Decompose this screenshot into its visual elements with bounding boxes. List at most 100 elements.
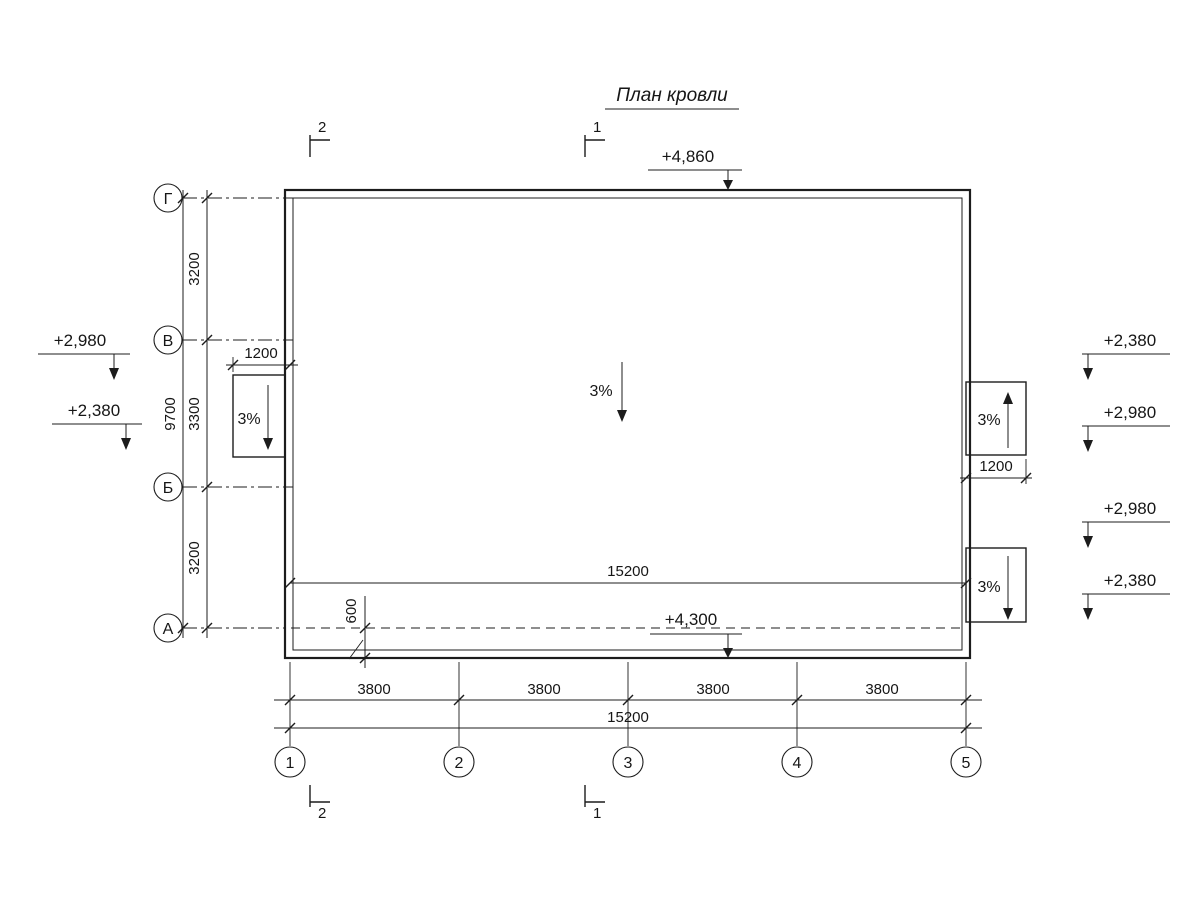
elevation-arrow-down-icon [1083, 536, 1093, 548]
section-mark-top-1: 1 [584, 119, 605, 157]
axis-label: А [163, 621, 174, 638]
dim-tick [960, 722, 972, 734]
section-label: 1 [593, 805, 601, 822]
dim-tick [791, 694, 803, 706]
section-mark-bottom-2: 2 [309, 785, 330, 822]
elevation-right-bottom-upper: +2,980 [1082, 499, 1170, 548]
elevation-label: +2,980 [1104, 403, 1156, 422]
elevation-arrow-down-icon [1083, 608, 1093, 620]
col-axis-5: 5 [950, 746, 982, 778]
axis-label: В [163, 333, 174, 350]
axis-bubble [781, 746, 813, 778]
wall-line-inner [292, 197, 963, 651]
left-canopy: 3% [232, 374, 286, 458]
dim-label: 3800 [357, 681, 390, 698]
elevation-label: +2,380 [1104, 571, 1156, 590]
roof-width-dimension: 15200 [284, 563, 972, 589]
axis-label: 3 [624, 755, 633, 772]
drawing-title: План кровли [616, 85, 728, 106]
dim-tick [227, 359, 239, 371]
dim-label: 600 [343, 598, 360, 623]
elevation-arrow-down-icon [723, 648, 733, 658]
elevation-right-bottom-lower: +2,380 [1082, 571, 1170, 620]
elevation-arrow-down-icon [109, 368, 119, 380]
dim-tick [359, 622, 371, 634]
axis-label: 2 [455, 755, 464, 772]
leader-line [348, 639, 364, 660]
dim-label: 15200 [607, 563, 649, 580]
slope-arrow-up-icon [1003, 392, 1013, 404]
dim-tick [284, 359, 296, 371]
dim-label: 3300 [186, 397, 203, 430]
col-axis-2: 2 [443, 746, 475, 778]
elevation-label: +2,380 [1104, 331, 1156, 350]
elevation-left-lower: +2,380 [52, 401, 142, 450]
canopy-outline [965, 547, 1027, 623]
right-bottom-canopy: 3% [965, 547, 1027, 623]
canopy-outline [232, 374, 286, 458]
axis-bubble [153, 183, 183, 213]
dim-label: 3800 [527, 681, 560, 698]
elevation-left-upper: +2,980 [38, 331, 130, 380]
col-axis-4: 4 [781, 746, 813, 778]
elevation-eave: +4,300 [650, 610, 742, 658]
left-canopy-dimension: 1200 [226, 345, 298, 372]
section-mark-top-2: 2 [309, 119, 330, 157]
dim-tick [177, 192, 189, 204]
right-top-canopy: 3% [965, 381, 1027, 456]
roof-edge-outer [283, 188, 972, 660]
bottom-dimension-total: 15200 [274, 709, 982, 734]
slope-label: 3% [977, 412, 1000, 429]
dim-tick [177, 622, 189, 634]
elevation-label: +2,980 [54, 331, 106, 350]
axis-bubble [443, 746, 475, 778]
building-outline [283, 188, 972, 660]
slope-label: 3% [237, 411, 260, 428]
elevation-label: +2,380 [68, 401, 120, 420]
axis-label: 4 [793, 755, 802, 772]
elevation-arrow-down-icon [121, 438, 131, 450]
row-axis-g: Г [153, 183, 293, 213]
dim-tick [960, 472, 972, 484]
row-axis-b: Б [153, 472, 293, 502]
slope-arrow-down-icon [617, 410, 627, 422]
slope-arrow-down-icon [263, 438, 273, 450]
elevation-label: +4,300 [665, 610, 717, 629]
dim-label: 9700 [162, 397, 179, 430]
dim-tick [453, 694, 465, 706]
eave-overhang-dimension: 600 [343, 596, 371, 668]
elevation-right-top-upper: +2,380 [1082, 331, 1170, 380]
canopy-outline [965, 381, 1027, 456]
dim-tick [284, 577, 296, 589]
bottom-extension-lines [289, 662, 967, 746]
axis-bubble [153, 325, 183, 355]
dim-tick [201, 192, 213, 204]
dim-tick [960, 694, 972, 706]
axis-bubble [612, 746, 644, 778]
elevation-arrow-down-icon [1083, 368, 1093, 380]
elevation-roof-top: +4,860 [648, 147, 742, 190]
dim-label: 1200 [979, 458, 1012, 475]
axis-label: 5 [962, 755, 971, 772]
axis-bubble [950, 746, 982, 778]
dim-tick [960, 577, 972, 589]
axis-bubble [153, 472, 183, 502]
bottom-dimension-chain: 3800 3800 3800 3800 [274, 681, 982, 706]
elevation-label: +4,860 [662, 147, 714, 166]
row-axis-v: В [153, 325, 293, 355]
slope-arrow-down-icon [1003, 608, 1013, 620]
dim-tick [1020, 472, 1032, 484]
dim-tick [284, 722, 296, 734]
dim-label: 3800 [865, 681, 898, 698]
dim-label: 3800 [696, 681, 729, 698]
row-axis-a: А [153, 613, 285, 643]
section-mark-bottom-1: 1 [584, 785, 605, 822]
col-axis-3: 3 [612, 746, 644, 778]
title-block: План кровли [605, 85, 739, 110]
dim-label: 15200 [607, 709, 649, 726]
dim-label: 1200 [244, 345, 277, 362]
axis-label: Б [163, 480, 174, 497]
elevation-arrow-down-icon [1083, 440, 1093, 452]
dim-label: 3200 [186, 541, 203, 574]
